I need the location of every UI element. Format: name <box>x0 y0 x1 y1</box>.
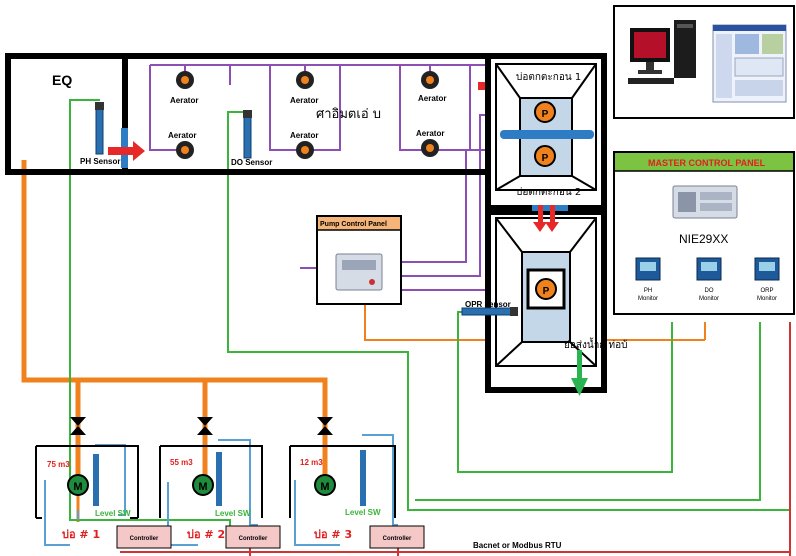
settling-tank-1-label: บ่อตกตะกอน 1 <box>516 72 581 83</box>
pump-control-panel <box>317 216 401 304</box>
level-switch-label: Level SW <box>215 509 251 518</box>
controller-label: Controller <box>239 536 268 542</box>
motor-symbol: M <box>198 481 207 493</box>
eq-label: EQ <box>52 72 72 88</box>
pump-symbol: P <box>542 109 549 120</box>
orp-monitor-line2: Monitor <box>757 296 777 302</box>
ph-monitor-line2: Monitor <box>638 296 658 302</box>
motor-symbol: M <box>320 481 329 493</box>
ph-monitor <box>636 258 660 280</box>
aerator-label: Aerator <box>416 129 444 138</box>
controller-model: NIE29XX <box>679 232 728 246</box>
controller-label: Controller <box>130 536 159 542</box>
aerator-label: Aerator <box>418 94 446 103</box>
pump-icon: P <box>536 279 556 299</box>
opr-sensor-label: OPR sensor <box>465 300 511 309</box>
do-monitor-line2: Monitor <box>699 296 719 302</box>
orp-monitor-line1: ORP <box>760 288 773 294</box>
pump-icon: P <box>535 146 555 166</box>
well-2-volume: 55 m3 <box>170 458 193 467</box>
well-2-name: บ่อ # 2 <box>187 528 225 541</box>
software-screenshot <box>713 25 786 102</box>
controller-label: Controller <box>383 536 412 542</box>
motor-icon: M <box>193 475 213 495</box>
monitor-devices <box>636 258 779 280</box>
aerator-label: Aerator <box>168 131 196 140</box>
valve-icon <box>70 417 86 435</box>
orp-monitor <box>755 258 779 280</box>
pump-symbol: P <box>543 286 550 297</box>
aerator-icon <box>296 71 314 89</box>
level-switch-label: Level SW <box>345 508 381 517</box>
master-control-panel-label: MASTER CONTROL PANEL <box>648 158 766 168</box>
ph-sensor-label: PH Sensor <box>80 157 120 166</box>
aerator-icon <box>176 71 194 89</box>
pump-control-panel-label: Pump Control Panel <box>320 221 387 228</box>
nie-controller-device <box>673 186 737 218</box>
do-monitor-line1: DO <box>705 288 714 294</box>
sensor-probe-icon <box>95 102 104 154</box>
ph-monitor-line1: PH <box>644 288 652 294</box>
aerator-icon <box>421 139 439 157</box>
well-1-name: บ่อ # 1 <box>62 528 100 541</box>
aerator-label: Aerator <box>290 96 318 105</box>
pump-icon: P <box>535 102 555 122</box>
motor-symbol: M <box>73 481 82 493</box>
level-switch-label: Level SW <box>95 509 131 518</box>
settling-inner-pipe <box>500 130 594 139</box>
pump-symbol: P <box>542 153 549 164</box>
well-3-volume: 12 m3 <box>300 458 323 467</box>
well-3-name: บ่อ # 3 <box>314 528 352 541</box>
aerator-icon <box>296 141 314 159</box>
valve-icon <box>197 417 213 435</box>
do-monitor <box>697 258 721 280</box>
aerator-icon <box>421 71 439 89</box>
sensor-probe-icon <box>243 110 252 158</box>
aeration-tank-label: ศาอิมตเอ่ บ <box>316 107 381 122</box>
bus-label: Bacnet or Modbus RTU <box>473 541 562 550</box>
do-sensor-label: DO Sensor <box>231 158 272 167</box>
outlet-label: ย่อส่งน้ำกั ท่อบ้ <box>564 337 627 351</box>
motor-icon: M <box>68 475 88 495</box>
aerator-label: Aerator <box>170 96 198 105</box>
settling-tank-2-label: บ่อตกตะกอน 2 <box>516 187 581 198</box>
well-1-volume: 75 m3 <box>47 460 70 469</box>
aerator-label: Aerator <box>290 131 318 140</box>
aerator-icon <box>176 141 194 159</box>
motor-icon: M <box>315 475 335 495</box>
valve-icon <box>317 417 333 435</box>
well-controllers <box>117 526 424 548</box>
